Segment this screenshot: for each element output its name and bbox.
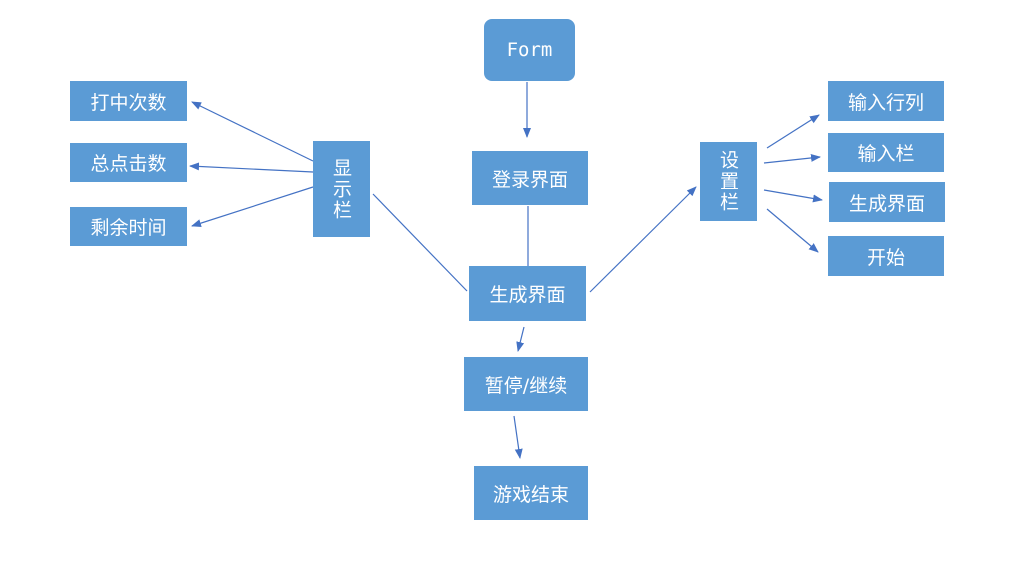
line-generate-to-display — [372, 193, 468, 292]
arrow-settings-to-rowcol — [766, 114, 820, 149]
node-form: Form — [484, 19, 575, 81]
node-gen-ui: 生成界面 — [829, 182, 945, 222]
arrow-settings-to-genui — [763, 189, 823, 203]
node-generate: 生成界面 — [469, 266, 586, 321]
node-game-over: 游戏结束 — [474, 466, 588, 520]
arrow-generate-to-pause — [516, 326, 525, 352]
arrow-pause-to-gameover — [513, 415, 523, 459]
arrow-display-to-hits — [191, 101, 314, 162]
node-pause-resume: 暂停/继续 — [464, 357, 588, 411]
node-input-bar: 输入栏 — [828, 133, 944, 172]
node-input-rowcol: 输入行列 — [828, 81, 944, 121]
node-time-left: 剩余时间 — [70, 207, 187, 246]
arrow-generate-to-settings — [589, 186, 697, 293]
node-total-clicks: 总点击数 — [70, 143, 187, 182]
node-login: 登录界面 — [472, 151, 588, 205]
arrow-settings-to-inputbar — [763, 153, 821, 164]
node-settings-bar: 设置栏 — [700, 142, 757, 221]
arrow-display-to-time — [191, 186, 314, 228]
node-hits: 打中次数 — [70, 81, 187, 121]
arrow-settings-to-start — [766, 208, 819, 253]
node-display-bar: 显示栏 — [313, 141, 370, 237]
node-start: 开始 — [828, 236, 944, 276]
arrow-display-to-clicks — [189, 162, 314, 173]
